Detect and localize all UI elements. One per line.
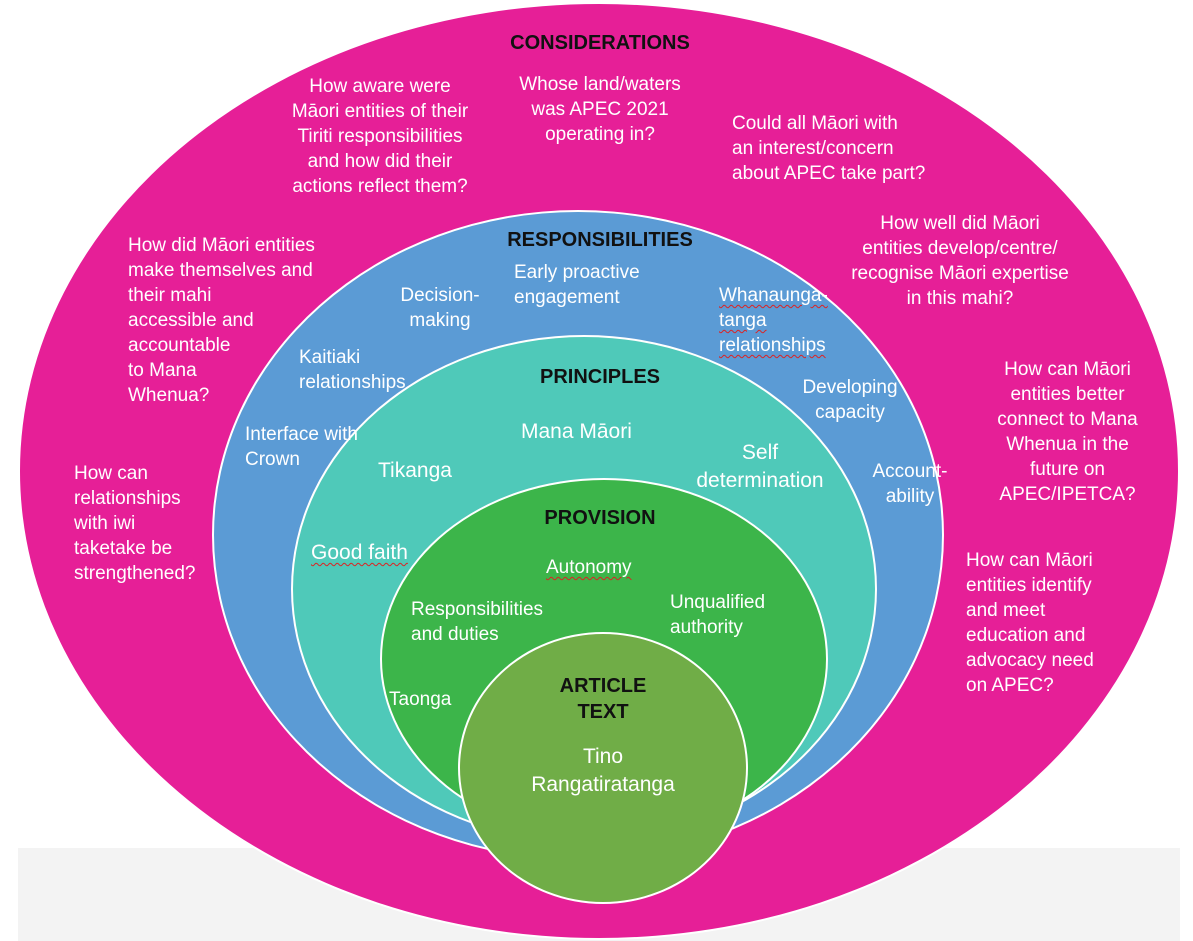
article-layer: [458, 632, 748, 904]
provision-heading: PROVISION: [544, 507, 656, 529]
principles-heading: PRINCIPLES: [539, 366, 661, 388]
principle-item: Good faith: [311, 539, 408, 567]
responsibility-item: Account-ability: [872, 461, 948, 507]
principle-item: Tikanga: [378, 459, 452, 482]
principle-item: Mana Māori: [521, 420, 632, 443]
provision-item: Autonomy: [546, 555, 632, 580]
provision-item-text: Autonomy: [546, 557, 632, 578]
principle-item-text: Good faith: [311, 541, 408, 564]
considerations-heading: CONSIDERATIONS: [510, 32, 690, 54]
responsibilities-heading: RESPONSIBILITIES: [507, 229, 693, 251]
provision-item: Taonga: [389, 689, 452, 710]
responsibility-item: Decision-making: [400, 285, 480, 331]
